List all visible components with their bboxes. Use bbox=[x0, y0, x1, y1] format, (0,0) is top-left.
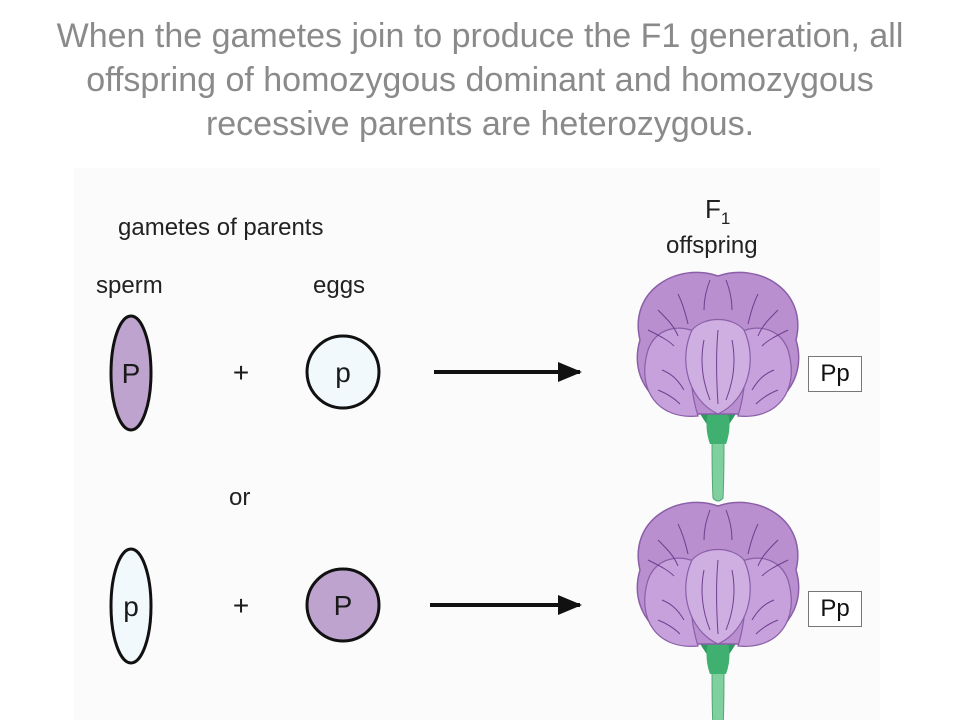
f1-letter: F bbox=[705, 194, 721, 224]
sperm-gamete-row1: P bbox=[109, 314, 153, 432]
gametes-header: gametes of parents bbox=[118, 214, 324, 241]
or-label: or bbox=[229, 484, 251, 511]
offspring-genotype-box-1: Pp bbox=[808, 356, 862, 392]
egg-allele-row1: p bbox=[335, 357, 351, 388]
plus-sign-row2: + bbox=[233, 590, 249, 621]
title-line-1: When the gametes join to produce the F1 … bbox=[56, 17, 904, 55]
slide-title: When the gametes join to produce the F1 … bbox=[0, 14, 960, 146]
plus-sign-row1: + bbox=[233, 357, 249, 388]
offspring-genotype-box-2: Pp bbox=[808, 591, 862, 627]
f1-header: F1 bbox=[705, 194, 730, 229]
sperm-allele-row1: P bbox=[122, 358, 141, 389]
offspring-header: offspring bbox=[666, 232, 758, 259]
f1-subscript: 1 bbox=[720, 209, 731, 229]
sperm-gamete-row2: p bbox=[109, 547, 153, 665]
title-line-2: offspring of homozygous dominant and hom… bbox=[86, 61, 874, 99]
title-line-3: recessive parents are heterozygous. bbox=[205, 105, 755, 143]
sperm-label: sperm bbox=[96, 272, 163, 299]
sperm-allele-row2: p bbox=[123, 591, 139, 622]
egg-gamete-row1: p bbox=[305, 334, 381, 410]
purple-flower-row2 bbox=[636, 501, 800, 720]
purple-flower-row1 bbox=[636, 271, 800, 502]
egg-allele-row2: P bbox=[334, 590, 353, 621]
egg-gamete-row2: P bbox=[305, 567, 381, 643]
eggs-label: eggs bbox=[313, 272, 366, 299]
